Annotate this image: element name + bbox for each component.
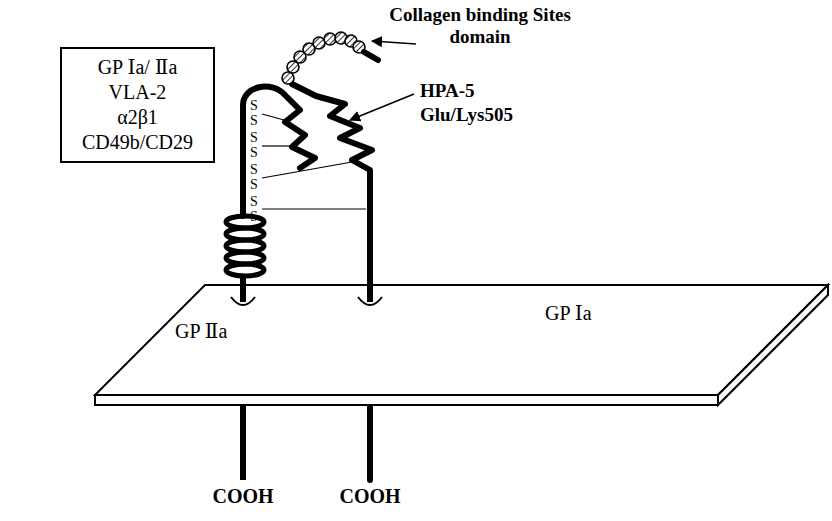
label-slot: Collagen binding Sites domain bbox=[385, 4, 575, 48]
cell-membrane: GP Ⅱa GP Ⅰa bbox=[95, 285, 830, 407]
synonym-name: α2β1 bbox=[117, 105, 158, 130]
label-slot: S bbox=[250, 145, 258, 161]
label-slot: COOH bbox=[330, 485, 410, 508]
leader-arrow bbox=[350, 94, 414, 120]
polymorphism-label: Glu/Lys505 bbox=[420, 104, 513, 126]
disulfide-line bbox=[262, 114, 284, 120]
gp2a-coil bbox=[226, 216, 264, 276]
label-slot: HPA-5 bbox=[420, 80, 475, 102]
label-slot: Glu/Lys505 bbox=[420, 104, 513, 126]
leader-arrow bbox=[372, 41, 416, 44]
collagen-binding-domain bbox=[282, 32, 365, 84]
membrane-face bbox=[95, 285, 828, 395]
membrane-side bbox=[718, 285, 828, 405]
synonym-name: VLA-2 bbox=[109, 80, 167, 105]
membrane-pore bbox=[231, 297, 255, 305]
label-slot: COOH bbox=[203, 485, 283, 508]
domain-bead bbox=[313, 37, 325, 49]
domain-bead bbox=[282, 72, 294, 84]
domain-label: Collagen binding Sites domain bbox=[385, 4, 575, 48]
name-box: GP Ⅰa/ ⅡaVLA-2α2β1CD49b/CD29 bbox=[60, 47, 215, 163]
label-slot: S bbox=[250, 177, 258, 193]
sulfur-label: S bbox=[250, 162, 258, 178]
synonym-name: GP Ⅰa/ Ⅱa bbox=[98, 55, 178, 80]
disulfide-line bbox=[262, 162, 352, 178]
sulfur-label: S bbox=[250, 209, 258, 225]
label-slot: S bbox=[250, 209, 258, 225]
text-slot: GP Ⅰa bbox=[545, 302, 592, 325]
sulfur-label: S bbox=[250, 130, 258, 146]
domain-bead bbox=[324, 33, 336, 45]
sulfur-label: S bbox=[250, 194, 258, 210]
domain-tail bbox=[364, 52, 378, 60]
sulfur-label: S bbox=[250, 145, 258, 161]
sulfur-label: S bbox=[250, 113, 258, 129]
label-slot: S bbox=[250, 162, 258, 178]
sulfur-label: S bbox=[250, 177, 258, 193]
label-slot: S bbox=[250, 113, 258, 129]
antigen-label: HPA-5 bbox=[420, 80, 475, 102]
gp1a-chain bbox=[292, 84, 372, 480]
sulfur-label: S bbox=[250, 98, 258, 114]
chain-name: GP Ⅰa bbox=[545, 302, 592, 325]
chain-entry bbox=[367, 285, 373, 302]
text-slot: GP Ⅱa bbox=[175, 320, 227, 343]
terminus-label: COOH bbox=[330, 485, 410, 508]
synonym-name: CD49b/CD29 bbox=[82, 130, 193, 155]
membrane-outline bbox=[95, 285, 830, 407]
label-slot: S bbox=[250, 194, 258, 210]
label-slot: S bbox=[250, 98, 258, 114]
disulfide-line bbox=[262, 208, 366, 209]
terminus-label: COOH bbox=[203, 485, 283, 508]
chain-name: GP Ⅱa bbox=[175, 320, 227, 343]
membrane-edge bbox=[95, 395, 718, 405]
chain-entry bbox=[240, 285, 246, 302]
disulfide-line bbox=[262, 145, 290, 146]
gp2a-chain bbox=[243, 87, 315, 216]
membrane-pore bbox=[358, 297, 382, 305]
label-slot: S bbox=[250, 130, 258, 146]
coil-turn bbox=[226, 264, 264, 276]
disulfide-bonds bbox=[262, 114, 366, 209]
